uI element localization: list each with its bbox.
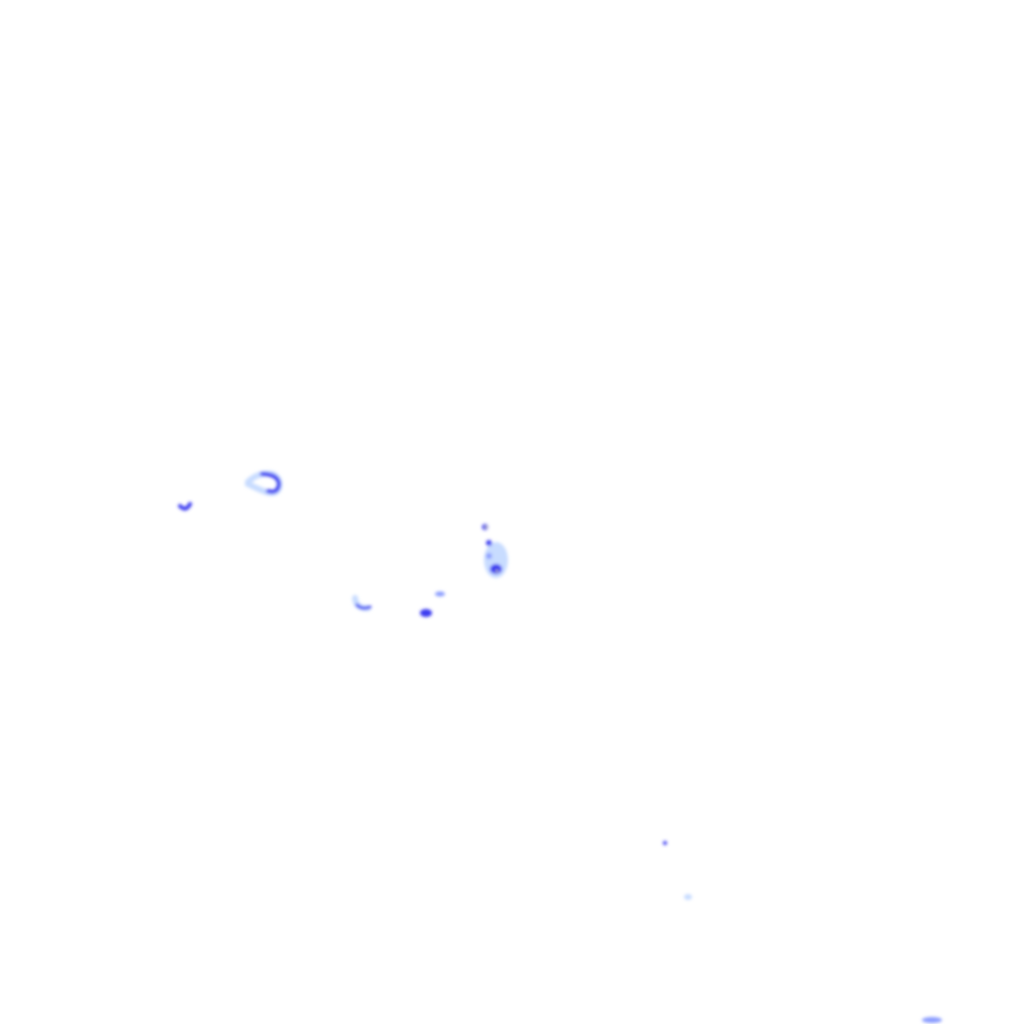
echo-edge-southeast (684, 894, 942, 1023)
radar-echo (178, 502, 192, 511)
radar-echo (485, 526, 487, 528)
echo-dot-southeast (663, 841, 667, 845)
radar-echo (490, 564, 502, 574)
echo-cluster-center (484, 540, 508, 578)
echo-small-south (420, 591, 445, 617)
radar-echo (684, 894, 692, 900)
echo-cell-center (482, 524, 488, 530)
echo-small-west (178, 502, 192, 511)
radar-echo (496, 570, 498, 572)
radar-echo (486, 553, 492, 559)
echo-arc-south (352, 595, 372, 612)
radar-echo (435, 591, 445, 597)
echo-ring-west (245, 470, 283, 496)
radar-echo (355, 603, 372, 610)
radar-echo (922, 1017, 942, 1023)
radar-echo (486, 540, 492, 546)
radar-echo (260, 472, 282, 494)
radar-echo (420, 609, 432, 617)
radar-echo (663, 841, 667, 845)
